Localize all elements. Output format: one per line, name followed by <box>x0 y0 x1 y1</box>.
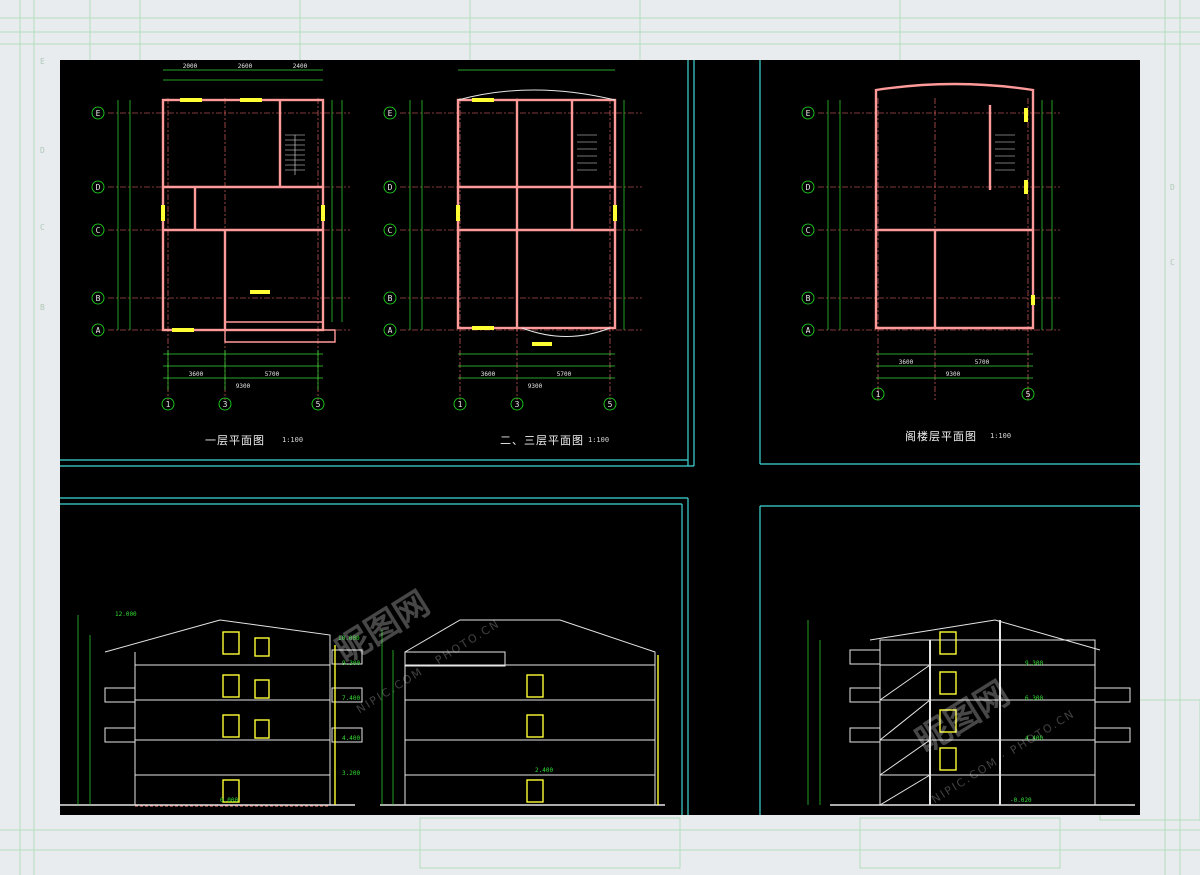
axis-label: A <box>806 326 811 335</box>
elevation-mark: 9.300 <box>342 660 360 667</box>
svg-text:C: C <box>1170 258 1175 267</box>
elevation-mark: 9.300 <box>1025 660 1043 667</box>
section-right <box>807 619 1135 806</box>
cad-drawing: 1 3 5 E D C B A 2000 2600 2400 3600 5700… <box>60 60 1140 815</box>
plan-title: 阁楼层平面图 <box>905 430 977 443</box>
dimension-text: 2600 <box>238 63 253 70</box>
elevation-mark: -0.020 <box>1010 797 1032 804</box>
elevation-mark: 2.400 <box>535 767 553 774</box>
elevation-mark: 3.200 <box>342 770 360 777</box>
dimension-text: 5700 <box>265 371 280 378</box>
dimension-text: 3600 <box>481 371 496 378</box>
axis-label: 3 <box>223 400 228 409</box>
axis-label: E <box>96 109 101 118</box>
axis-label: A <box>388 326 393 335</box>
svg-text:C: C <box>40 223 45 232</box>
dimension-text: 3600 <box>189 371 204 378</box>
axis-label: C <box>388 226 393 235</box>
dimension-text: 2000 <box>183 63 198 70</box>
elevation-left <box>60 615 363 807</box>
axis-label: A <box>96 326 101 335</box>
axis-label: E <box>806 109 811 118</box>
plan-scale: 1:100 <box>990 432 1012 440</box>
dimension-text: 5700 <box>557 371 572 378</box>
axis-label: C <box>96 226 101 235</box>
axis-label: B <box>806 294 811 303</box>
elevation-mark: 4.400 <box>1025 735 1043 742</box>
elevation-mark: 10.000 <box>338 635 360 642</box>
dimension-text: 5700 <box>975 359 990 366</box>
svg-text:E: E <box>40 57 45 66</box>
elevation-mark: 12.000 <box>115 611 137 618</box>
axis-label: D <box>96 183 101 192</box>
plan-title: 一层平面图 <box>205 434 265 447</box>
dimension-text: 9300 <box>528 383 543 390</box>
plan-scale: 1:100 <box>588 436 610 444</box>
axis-label: B <box>96 294 101 303</box>
axis-label: 1 <box>876 390 881 399</box>
drawing-sheet: 1 3 5 E D C B A 2000 2600 2400 3600 5700… <box>60 60 1140 815</box>
dimension-text: 3600 <box>899 359 914 366</box>
floor-plan-1: 1 3 5 E D C B A 2000 2600 2400 3600 5700… <box>91 63 350 411</box>
svg-text:D: D <box>40 146 45 155</box>
floor-plan-2: 1 3 5 E D C B A 3600 5700 9300 <box>383 69 642 411</box>
elevation-mark: 4.400 <box>342 735 360 742</box>
axis-label: 5 <box>608 400 613 409</box>
plan-title: 二、三层平面图 <box>500 434 584 447</box>
elevation-mark: 0.000 <box>220 797 238 804</box>
axis-label: C <box>806 226 811 235</box>
svg-text:B: B <box>40 303 45 312</box>
axis-label: 3 <box>515 400 520 409</box>
elevation-mark: 7.400 <box>342 695 360 702</box>
dimension-text: 2400 <box>293 63 308 70</box>
elevation-middle <box>380 619 665 806</box>
dimension-text: 9300 <box>946 371 961 378</box>
axis-label: D <box>806 183 811 192</box>
floor-plan-3: 1 5 E D C B A 3600 5700 9300 <box>801 82 1060 401</box>
axis-label: B <box>388 294 393 303</box>
plan-scale: 1:100 <box>282 436 304 444</box>
panel-frames <box>60 60 1140 815</box>
dimension-text: 9300 <box>236 383 251 390</box>
axis-label: 5 <box>316 400 321 409</box>
svg-text:D: D <box>1170 183 1175 192</box>
axis-label: D <box>388 183 393 192</box>
elevation-mark: 6.300 <box>1025 695 1043 702</box>
axis-label: 5 <box>1026 390 1031 399</box>
axis-label: 1 <box>458 400 463 409</box>
axis-label: 1 <box>166 400 171 409</box>
axis-label: E <box>388 109 393 118</box>
